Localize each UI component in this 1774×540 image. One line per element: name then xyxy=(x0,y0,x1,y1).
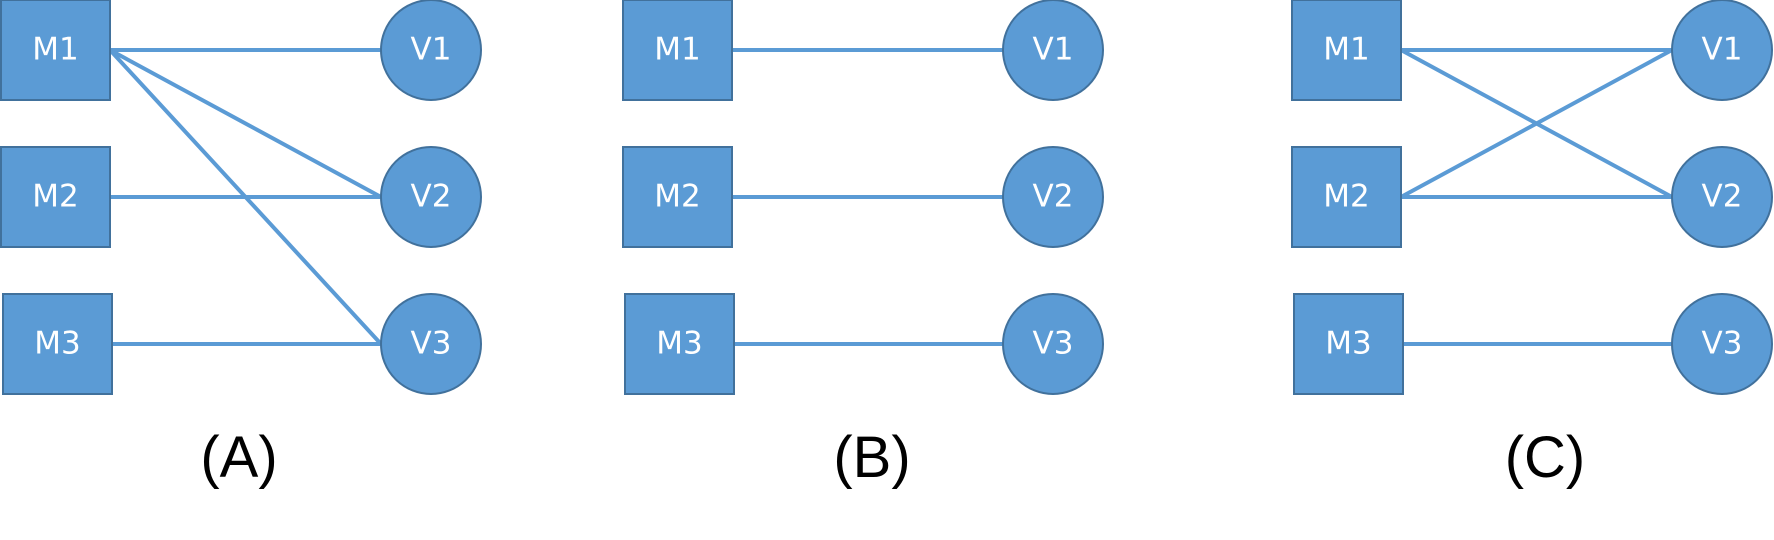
vm-label: V3 xyxy=(1033,326,1074,362)
vm-node-v3: V3 xyxy=(380,293,482,395)
vm-circle xyxy=(1671,0,1773,101)
vm-label: V3 xyxy=(411,326,452,362)
vm-node-v2: V2 xyxy=(380,146,482,248)
machine-node-m3: M3 xyxy=(624,293,735,395)
vm-circle xyxy=(1671,293,1773,395)
vm-label: V1 xyxy=(411,32,452,68)
vm-label: V2 xyxy=(1033,179,1074,215)
machine-box xyxy=(0,146,111,248)
vm-node-v3: V3 xyxy=(1671,293,1773,395)
panel-caption: (B) xyxy=(833,425,910,490)
vm-circle xyxy=(1002,0,1104,101)
vm-label: V1 xyxy=(1033,32,1074,68)
machine-box xyxy=(624,293,735,395)
edges xyxy=(108,48,383,346)
machine-node-m2: M2 xyxy=(1291,146,1402,248)
machine-node-m1: M1 xyxy=(1291,0,1402,101)
machine-label: M2 xyxy=(654,179,700,215)
panel-caption: (C) xyxy=(1505,425,1586,490)
machine-box xyxy=(622,146,733,248)
machine-label: M3 xyxy=(34,326,80,362)
vm-circle xyxy=(1002,146,1104,248)
machine-node-m3: M3 xyxy=(1293,293,1404,395)
vm-label: V2 xyxy=(411,179,452,215)
machine-box xyxy=(1293,293,1404,395)
vm-label: V3 xyxy=(1702,326,1743,362)
vm-circle xyxy=(1002,293,1104,395)
machine-box xyxy=(1291,0,1402,101)
vm-circle xyxy=(380,0,482,101)
machine-box xyxy=(622,0,733,101)
machine-label: M1 xyxy=(654,32,700,68)
machine-label: M2 xyxy=(32,179,78,215)
vm-label: V1 xyxy=(1702,32,1743,68)
machine-label: M3 xyxy=(1325,326,1371,362)
machine-node-m2: M2 xyxy=(622,146,733,248)
machine-node-m1: M1 xyxy=(622,0,733,101)
vm-node-v3: V3 xyxy=(1002,293,1104,395)
machine-node-m2: M2 xyxy=(0,146,111,248)
edge-m1-v2 xyxy=(108,48,383,199)
machine-label: M2 xyxy=(1323,179,1369,215)
vm-node-v1: V1 xyxy=(1002,0,1104,101)
vm-node-v2: V2 xyxy=(1671,146,1773,248)
vm-node-v2: V2 xyxy=(1002,146,1104,248)
vm-circle xyxy=(380,146,482,248)
vm-node-v1: V1 xyxy=(1671,0,1773,101)
machine-box xyxy=(0,0,111,101)
vm-circle xyxy=(380,293,482,395)
edges xyxy=(730,48,1005,346)
panel-caption: (A) xyxy=(200,425,277,490)
edge-m2-v1 xyxy=(1399,48,1674,199)
edges xyxy=(1399,48,1674,346)
vm-node-v1: V1 xyxy=(380,0,482,101)
machine-node-m1: M1 xyxy=(0,0,111,101)
machine-label: M1 xyxy=(32,32,78,68)
vm-circle xyxy=(1671,146,1773,248)
machine-box xyxy=(1291,146,1402,248)
machine-label: M3 xyxy=(656,326,702,362)
vm-label: V2 xyxy=(1702,179,1743,215)
machine-label: M1 xyxy=(1323,32,1369,68)
machine-node-m3: M3 xyxy=(2,293,113,395)
machine-box xyxy=(2,293,113,395)
